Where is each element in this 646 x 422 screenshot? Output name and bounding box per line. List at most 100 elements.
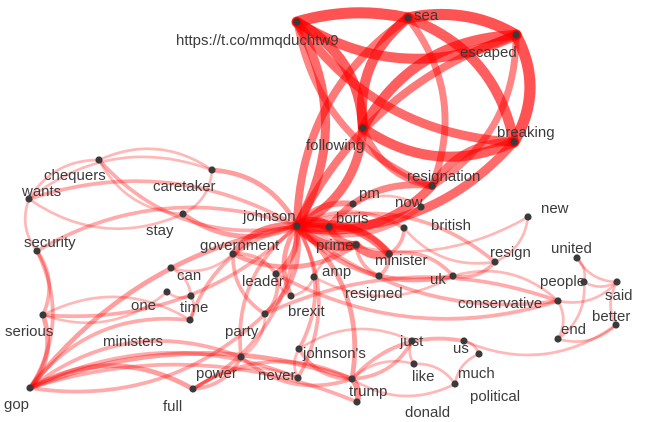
edge-trump-gop	[27, 350, 355, 391]
edge-gop-party	[28, 312, 267, 394]
edge-johnson-chequers	[97, 158, 299, 233]
edge-serious-ministers	[41, 295, 192, 322]
node-label-new: new	[541, 200, 569, 217]
node-label-wants: wants	[21, 183, 61, 200]
edge-united-said	[575, 256, 619, 284]
node-label-political: political	[470, 388, 520, 405]
node-dot-conservative	[554, 297, 562, 305]
edge-url-sea	[291, 7, 414, 28]
node-label-now: now	[395, 194, 423, 211]
edge-johnson-johnsons	[295, 224, 318, 351]
node-dot-uk	[449, 272, 457, 280]
node-label-conservative: conservative	[458, 295, 542, 312]
node-dot-new	[524, 213, 532, 221]
node-label-like: like	[412, 368, 435, 385]
edge-resignation-johnson	[292, 181, 437, 235]
edge-serious-security	[35, 249, 52, 317]
edge-johnson-power	[238, 224, 299, 359]
edge-johnson-caretaker	[209, 167, 300, 229]
node-label-url: https://t.co/mmqduchtw9	[176, 32, 339, 49]
node-brexit: brexit	[287, 292, 326, 320]
node-dot-breaking	[510, 138, 518, 146]
node-layer: https://t.co/mmqduchtw9 sea escaped followi…	[4, 7, 633, 421]
edge-uk-conservative	[451, 269, 560, 303]
edge-gop-never	[28, 350, 300, 390]
node-donald: donald	[353, 398, 450, 421]
node-following: following	[306, 124, 367, 154]
node-label-full: full	[163, 398, 182, 415]
node-url: https://t.co/mmqduchtw9	[176, 18, 339, 49]
node-johnson: johnson	[242, 208, 301, 230]
edge-full-never	[191, 367, 300, 391]
edge-caretaker-stay	[181, 168, 214, 216]
edge-johnson-trump	[294, 223, 358, 382]
node-dot-better	[612, 321, 620, 329]
edge-us-better	[462, 323, 618, 357]
node-dot-boris	[325, 223, 333, 231]
node-dot-british	[400, 224, 408, 232]
node-label-johnsons: johnson's	[302, 345, 366, 362]
node-label-escaped: escaped	[460, 44, 517, 61]
node-new: new	[524, 200, 569, 221]
edge-johnson-government	[229, 222, 301, 258]
node-label-amp: amp	[322, 263, 351, 280]
node-label-sea: sea	[414, 7, 439, 24]
edge-trump-political	[350, 377, 457, 398]
node-like: like	[410, 360, 435, 385]
node-label-end: end	[561, 321, 586, 338]
edge-johnson-full	[191, 224, 299, 391]
edge-like-political	[412, 362, 457, 386]
edge-government-can	[169, 252, 235, 273]
node-label-power: power	[196, 365, 237, 382]
node-never: never	[258, 367, 302, 384]
edge-johnson-resign	[295, 211, 497, 264]
edge-gop-security	[28, 249, 55, 390]
node-dot-minister	[385, 250, 393, 258]
edge-amp-prime	[312, 243, 358, 279]
node-can: can	[167, 264, 201, 284]
node-dot-can	[167, 264, 175, 272]
edge-johnson-leader	[273, 223, 301, 277]
node-stay: stay	[146, 210, 187, 239]
node-label-chequers: chequers	[44, 167, 106, 184]
node-label-boris: boris	[336, 210, 369, 227]
node-label-serious: serious	[5, 323, 53, 340]
node-power: power	[196, 353, 245, 382]
node-dot-now	[417, 203, 425, 211]
node-uk: uk	[430, 271, 457, 288]
edge-johnson-stay	[180, 211, 300, 239]
node-people: people	[540, 273, 588, 290]
edge-johnson-never	[295, 224, 321, 380]
node-dot-donald	[353, 398, 361, 406]
node-dot-resignation	[428, 182, 436, 190]
node-dot-serious	[39, 311, 47, 319]
edge-amp-uk	[312, 274, 455, 298]
node-label-donald: donald	[405, 404, 450, 421]
edge-johnson-pm	[294, 200, 356, 229]
edge-serious-one	[41, 290, 169, 325]
node-dot-stay	[179, 210, 187, 218]
node-just: just	[399, 333, 424, 350]
node-party: party	[225, 310, 269, 340]
edge-sea-johnson	[293, 14, 412, 230]
node-resign: resign	[490, 244, 531, 266]
node-dot-people	[580, 278, 588, 286]
edge-trump-just	[350, 339, 414, 381]
node-dot-prime	[352, 241, 360, 249]
node-trump: trump	[348, 375, 387, 400]
edge-trump-like	[350, 359, 416, 381]
node-label-minister: minister	[375, 252, 428, 269]
edge-gop-full	[27, 363, 196, 392]
edge-johnson-now	[294, 204, 424, 238]
edge-johnson-ministers	[188, 224, 299, 322]
edge-boris-minister	[326, 223, 392, 257]
node-time: time	[180, 292, 208, 316]
edge-johnson-prime	[292, 221, 361, 251]
node-label-just: just	[399, 333, 424, 350]
node-dot-caretaker	[208, 166, 216, 174]
edge-said-better	[609, 280, 619, 327]
node-british: british	[400, 217, 471, 234]
node-dot-government	[229, 250, 237, 258]
node-label-can: can	[177, 267, 201, 284]
